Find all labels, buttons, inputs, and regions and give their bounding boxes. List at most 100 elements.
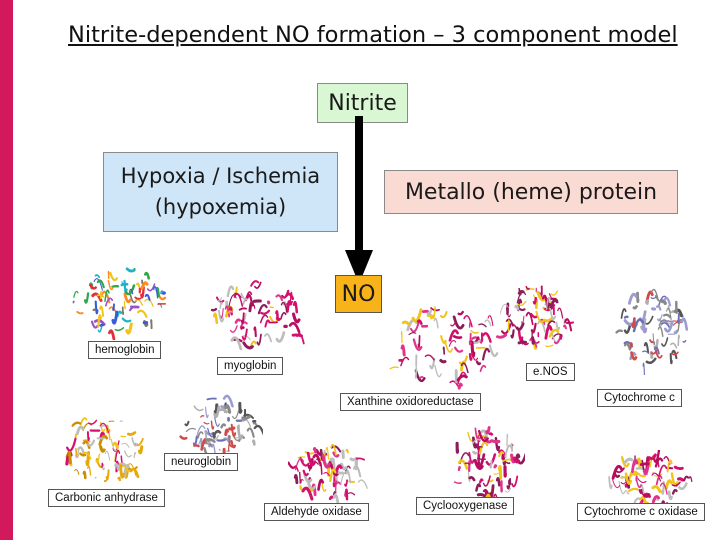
protein-strand	[452, 315, 465, 330]
protein-strand	[504, 444, 513, 458]
protein-strand	[321, 483, 327, 492]
protein-strand	[179, 435, 188, 440]
protein-strand	[615, 467, 625, 474]
protein-strand	[677, 477, 684, 482]
protein-strand	[667, 305, 674, 314]
protein-strand	[317, 478, 325, 491]
protein-strand	[303, 472, 313, 484]
protein-strand	[658, 464, 668, 477]
protein-strand	[457, 459, 469, 470]
protein-strand	[645, 299, 650, 305]
protein-strand	[281, 289, 290, 299]
hemoglobin-structure-icon	[72, 267, 167, 340]
protein-strand	[448, 340, 457, 347]
no-box: NO	[335, 275, 382, 313]
protein-strand	[299, 457, 310, 467]
protein-strand	[246, 427, 255, 438]
aldehyde-oxidase-structure-icon	[288, 443, 368, 505]
protein-strand	[349, 457, 356, 462]
protein-strand	[330, 445, 342, 453]
protein-strand	[233, 437, 240, 442]
protein-strand	[661, 321, 671, 329]
xanthine-oxidoreductase-structure-icon	[389, 306, 512, 390]
protein-strand	[275, 331, 286, 343]
protein-strand	[410, 320, 421, 333]
protein-strand	[301, 486, 314, 501]
protein-strand	[623, 457, 634, 464]
protein-strand	[457, 465, 461, 472]
no-label: NO	[341, 281, 376, 307]
protein-strand	[325, 446, 330, 460]
protein-strand	[629, 342, 633, 350]
protein-strand	[99, 431, 105, 440]
protein-strand	[624, 472, 633, 485]
metallo-protein-label: Metallo (heme) protein	[404, 179, 658, 205]
protein-strand	[638, 500, 644, 510]
protein-strand	[329, 468, 337, 483]
protein-strand	[224, 305, 231, 318]
protein-strand	[627, 487, 639, 493]
protein-strand	[487, 315, 494, 326]
protein-strand	[510, 329, 515, 339]
protein-strand	[238, 401, 242, 414]
enos-structure-icon	[500, 285, 575, 350]
protein-strand	[293, 474, 299, 485]
protein-strand	[432, 306, 436, 319]
protein-strand	[468, 475, 476, 482]
protein-strand	[184, 420, 190, 427]
protein-strand	[429, 357, 436, 370]
protein-strand	[212, 435, 219, 440]
cytochrome-c-structure-icon	[615, 288, 689, 375]
nitrite-label: Nitrite	[328, 90, 397, 116]
protein-strand	[630, 351, 638, 361]
protein-strand	[121, 442, 130, 448]
protein-strand	[219, 301, 223, 309]
protein-strand	[460, 362, 469, 374]
protein-strand	[87, 465, 92, 476]
protein-strand	[652, 333, 656, 346]
protein-strand	[185, 427, 196, 432]
protein-strand	[389, 366, 399, 370]
protein-strand	[214, 416, 220, 427]
protein-strand	[125, 267, 136, 273]
protein-strand	[210, 420, 215, 430]
protein-strand	[510, 442, 514, 452]
protein-strand	[547, 302, 552, 309]
metallo-protein-box: Metallo (heme) protein	[384, 170, 678, 214]
protein-strand	[434, 364, 442, 378]
protein-strand	[236, 425, 244, 440]
protein-strand	[75, 425, 85, 436]
protein-strand	[663, 296, 672, 307]
protein-strand	[200, 415, 205, 418]
protein-strand	[299, 471, 302, 484]
protein-strand	[228, 426, 236, 431]
protein-strand	[659, 482, 668, 495]
protein-strand	[611, 464, 624, 480]
protein-strand	[649, 339, 655, 344]
protein-strand	[144, 271, 150, 280]
protein-strand	[452, 335, 463, 340]
protein-strand	[678, 482, 688, 491]
protein-strand	[648, 453, 657, 461]
protein-strand	[344, 488, 349, 501]
protein-strand	[355, 457, 365, 461]
protein-strand	[330, 457, 336, 471]
protein-strand	[222, 394, 234, 408]
protein-strand	[468, 460, 471, 473]
protein-strand	[254, 281, 262, 289]
protein-strand	[490, 439, 501, 444]
protein-strand	[312, 447, 317, 454]
protein-strand	[213, 403, 219, 416]
protein-strand	[217, 309, 225, 323]
protein-strand	[344, 479, 348, 487]
protein-strand	[256, 333, 262, 346]
protein-strand	[424, 354, 435, 361]
protein-strand	[620, 456, 630, 468]
protein-strand	[426, 309, 432, 317]
protein-strand	[411, 308, 423, 323]
protein-strand	[547, 320, 556, 327]
protein-strand	[623, 342, 631, 351]
protein-strand	[525, 286, 530, 290]
protein-strand	[67, 450, 72, 465]
protein-strand	[81, 451, 92, 460]
